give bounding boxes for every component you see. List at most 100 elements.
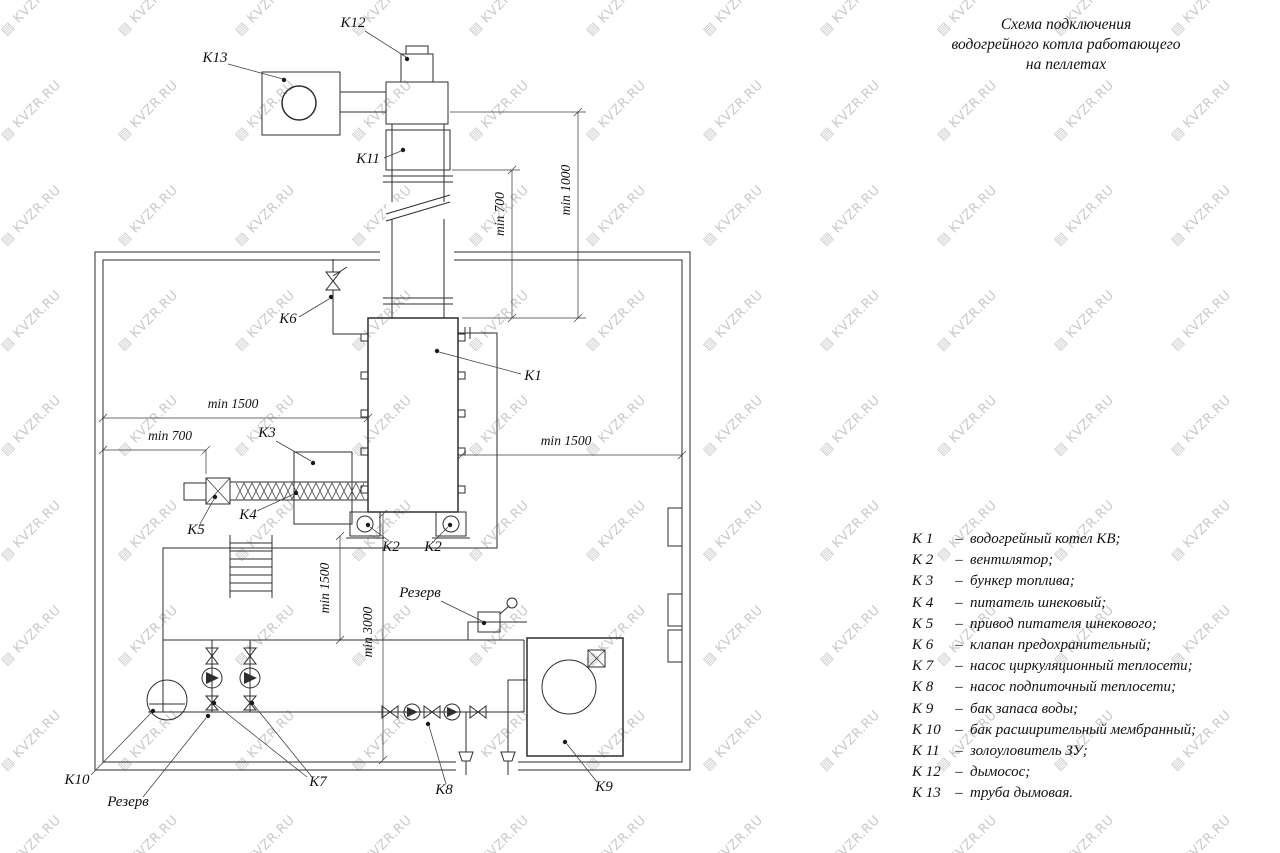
callout-k13: К13: [202, 50, 287, 83]
pump-arrow: [447, 707, 458, 717]
callout-label: К13: [202, 50, 228, 66]
drawing-title: Схема подключения водогрейного котла раб…: [935, 15, 1197, 75]
pump-arrow: [407, 707, 418, 717]
watermark-text: ▤ KVZR.RU: [700, 78, 766, 144]
legend-key: К 8: [912, 679, 934, 696]
boiler-bolt: [457, 447, 466, 456]
callout-k6: К6: [278, 294, 334, 327]
legend-key: К 5: [912, 615, 934, 632]
watermark-text: ▤ KVZR.RU: [115, 498, 181, 564]
radiator-ladder: [229, 535, 273, 598]
watermark-text: ▤ KVZR.RU: [0, 78, 64, 144]
makeup-pump-2: [443, 703, 461, 721]
pump-valve: [205, 655, 219, 665]
legend-item: К 13 – труба дымовая.: [912, 785, 1196, 806]
boiler-bolt: [360, 409, 369, 418]
valve-pipe: [332, 290, 368, 335]
watermark-text: ▤ KVZR.RU: [817, 78, 883, 144]
dimensions: min 1000 min 700 min 1500 min 700 min: [98, 107, 687, 765]
watermark-text: ▤ KVZR.RU: [583, 393, 649, 459]
watermark-text: ▤ KVZR.RU: [934, 183, 1000, 249]
watermark-text: ▤ KVZR.RU: [817, 603, 883, 669]
watermark-text: ▤ KVZR.RU: [115, 393, 181, 459]
wall-gap-drain: [456, 757, 518, 775]
watermark-text: ▤ KVZR.RU: [817, 288, 883, 354]
watermark-text: ▤ KVZR.RU: [115, 708, 181, 774]
legend-dash: –: [955, 531, 963, 547]
supply-pipe: [162, 332, 498, 712]
callout-label: К5: [186, 522, 205, 538]
legend-key: К 1: [912, 531, 934, 547]
legend-item: К 1 – водогрейный котел КВ;: [912, 531, 1196, 552]
pipe-break: [385, 194, 451, 215]
watermark-text: ▤ KVZR.RU: [1168, 78, 1234, 144]
makeup-pump-1: [403, 703, 421, 721]
callout-k12: К12: [340, 15, 410, 62]
watermark-text: ▤ KVZR.RU: [583, 78, 649, 144]
legend-dash: –: [955, 658, 963, 675]
legend-key: К 6: [912, 636, 934, 653]
watermark-text: ▤ KVZR.RU: [700, 393, 766, 459]
legend-key: К 3: [912, 573, 934, 590]
boiler-bolt: [457, 333, 466, 342]
dim-chimney-min700: min 700: [452, 165, 520, 323]
watermark-text: ▤ KVZR.RU: [700, 603, 766, 669]
watermark-text: ▤ KVZR.RU: [0, 708, 64, 774]
legend-key: К 12: [912, 764, 941, 781]
callout-label: К6: [278, 311, 297, 327]
callout-label: К10: [64, 772, 90, 788]
watermark-text: ▤ KVZR.RU: [232, 603, 298, 669]
ash-collector: [385, 129, 451, 171]
legend-desc: бункер топлива;: [970, 573, 1075, 590]
legend-item: К 8 – насос подпиточный теплосети;: [912, 679, 1196, 700]
reserve-label: Резерв: [106, 794, 149, 810]
watermark-text: ▤ KVZR.RU: [466, 498, 532, 564]
legend-desc: питатель шнековый;: [970, 594, 1107, 611]
legend-dash: –: [955, 594, 963, 611]
screw-spiral: [235, 482, 365, 500]
dim-label: min 1000: [558, 164, 573, 215]
watermark-text: ▤ KVZR.RU: [115, 603, 181, 669]
watermark-text: ▤ KVZR.RU: [232, 813, 298, 853]
watermark-text: ▤ KVZR.RU: [700, 813, 766, 853]
label-reserve-top: Резерв: [398, 585, 487, 626]
dim-label: min 700: [492, 192, 507, 236]
watermark-text: ▤ KVZR.RU: [349, 393, 415, 459]
watermark-text: ▤ KVZR.RU: [1051, 288, 1117, 354]
watermark-text: ▤ KVZR.RU: [700, 288, 766, 354]
bunker-body: [293, 451, 353, 525]
boiler: [360, 317, 466, 513]
reserve-label: Резерв: [398, 585, 441, 601]
watermark-text: ▤ KVZR.RU: [1168, 183, 1234, 249]
callout-k5: К5: [186, 494, 218, 538]
feeder-drive: [183, 477, 231, 505]
watermark-text: ▤ KVZR.RU: [700, 498, 766, 564]
callout-k7: К7: [211, 700, 328, 790]
callout-k2-left: К2: [365, 522, 400, 555]
callout-label: К2: [423, 539, 442, 555]
title-line-2: водогрейного котла работающего: [951, 36, 1181, 53]
legend-dash: –: [955, 636, 963, 653]
legend-desc: клапан предохранительный;: [970, 636, 1151, 653]
callout-label: К8: [434, 782, 453, 798]
watermark-text: ▤ KVZR.RU: [1168, 813, 1234, 853]
boiler-bolt: [360, 447, 369, 456]
legend-key: К 2: [912, 552, 934, 569]
watermark-text: ▤ KVZR.RU: [1168, 393, 1234, 459]
fan-wheel: [356, 515, 374, 533]
drain-funnel-1: [458, 712, 474, 775]
watermark-text: ▤ KVZR.RU: [466, 78, 532, 144]
legend-item: К 3 – бункер топлива;: [912, 573, 1196, 594]
callout-k11: К11: [355, 147, 406, 167]
pump-valve: [204, 702, 220, 711]
pump-arrow: [206, 672, 219, 684]
legend-key: К 7: [912, 658, 934, 675]
drain-funnel-2: [500, 679, 527, 775]
legend-item: К 11 – золоуловитель ЗУ;: [912, 743, 1196, 764]
watermark-text: ▤ KVZR.RU: [0, 498, 64, 564]
watermark-text: ▤ KVZR.RU: [232, 0, 298, 39]
legend-item: К 6 – клапан предохранительный;: [912, 637, 1196, 658]
dim-bottom-min3000: min 3000: [360, 509, 388, 765]
